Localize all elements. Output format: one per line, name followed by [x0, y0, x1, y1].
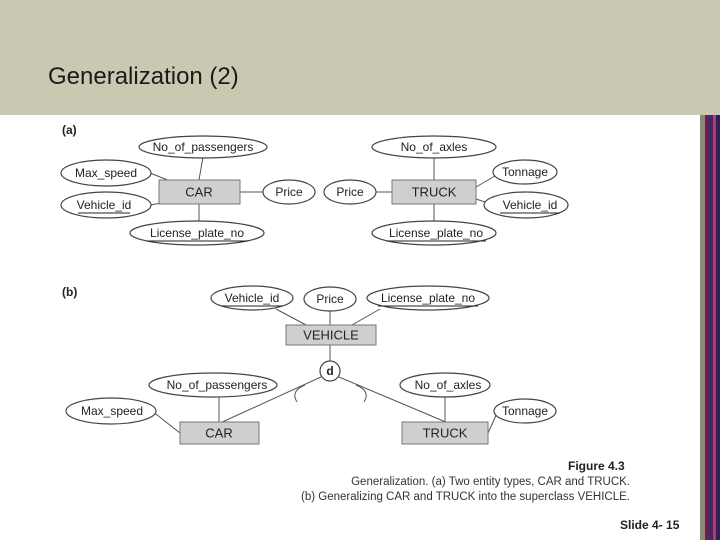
attr-b-no-of-passengers-label: No_of_passengers	[167, 378, 268, 392]
attr-a-car-license-label: License_plate_no	[150, 226, 244, 240]
attr-b-vehicle-id-label: Vehicle_id	[225, 291, 280, 305]
slide-header: Generalization (2)	[0, 0, 720, 115]
entity-truck-b-label: TRUCK	[423, 425, 468, 440]
attr-a-no-of-axles	[371, 135, 497, 159]
entity-vehicle	[285, 324, 377, 346]
attr-b-max-speed-label: Max_speed	[81, 404, 143, 418]
attr-b-tonnage-label: Tonnage	[502, 404, 548, 418]
figure-caption-line-2: (b) Generalizing CAR and TRUCK into the …	[301, 491, 630, 503]
entity-truck-a	[391, 179, 477, 205]
attr-a-car-vehicle-id	[60, 191, 152, 219]
attr-a-tonnage-label: Tonnage	[502, 165, 548, 179]
entity-truck-b	[401, 421, 489, 445]
attr-a-max-speed-label: Max_speed	[75, 166, 137, 180]
disjoint-circle	[319, 360, 341, 382]
attr-b-no-of-axles-label: No_of_axles	[415, 378, 482, 392]
entity-car-a-label: CAR	[185, 184, 212, 199]
entity-car-b	[179, 421, 260, 445]
part-b-label: (b)	[62, 285, 77, 299]
entity-vehicle-label: VEHICLE	[303, 327, 359, 342]
attr-a-car-price-label: Price	[275, 185, 303, 199]
attr-b-no-of-passengers	[148, 372, 278, 398]
attr-a-car-license	[129, 220, 265, 246]
attr-a-truck-price	[323, 179, 377, 205]
attr-a-tonnage	[492, 159, 558, 185]
attr-a-truck-vehicle-id-label: Vehicle_id	[503, 198, 558, 212]
attr-a-no-of-passengers	[138, 135, 268, 159]
attr-b-tonnage	[493, 398, 557, 424]
slide-title: Generalization (2)	[48, 63, 239, 90]
attr-b-license-label: License_plate_no	[381, 291, 475, 305]
figure-caption-line-1: Generalization. (a) Two entity types, CA…	[351, 476, 630, 488]
attr-a-max-speed	[60, 159, 152, 187]
entity-car-b-label: CAR	[205, 425, 232, 440]
figure-caption-title: Figure 4.3	[568, 459, 625, 473]
slide-number: Slide 4- 15	[620, 518, 680, 532]
attr-a-no-of-passengers-label: No_of_passengers	[153, 140, 254, 154]
attr-b-license	[366, 285, 490, 311]
attr-b-price	[303, 286, 357, 312]
attr-b-max-speed	[65, 397, 157, 425]
part-a-label: (a)	[62, 123, 77, 137]
attr-a-no-of-axles-label: No_of_axles	[401, 140, 468, 154]
attr-a-truck-license	[371, 220, 497, 246]
attr-a-truck-price-label: Price	[336, 185, 364, 199]
attr-b-no-of-axles	[399, 372, 491, 398]
entity-car-a	[158, 179, 241, 205]
disjoint-label: d	[326, 364, 333, 378]
attr-a-truck-vehicle-id	[483, 191, 569, 219]
attr-b-vehicle-id	[210, 285, 294, 311]
entity-truck-a-label: TRUCK	[412, 184, 457, 199]
er-diagram: (a) CAR TRUCK No_of_passengers Max_speed…	[60, 123, 569, 445]
attr-a-truck-license-label: License_plate_no	[389, 226, 483, 240]
attr-b-price-label: Price	[316, 292, 344, 306]
attr-a-car-vehicle-id-label: Vehicle_id	[77, 198, 132, 212]
decorative-stripes	[700, 115, 720, 540]
attr-a-car-price	[262, 179, 316, 205]
